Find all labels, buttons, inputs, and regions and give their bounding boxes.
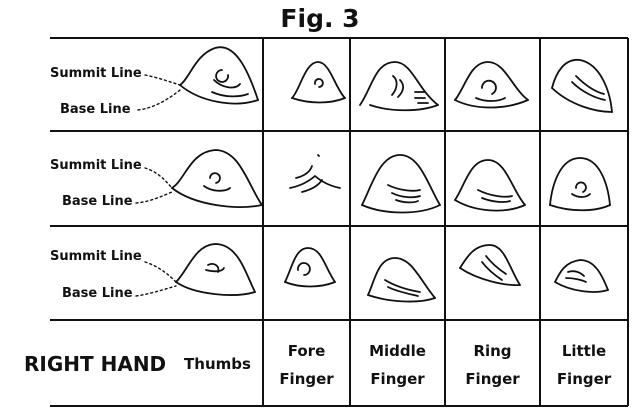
column-label-little-finger: Little Finger bbox=[556, 342, 612, 388]
summit-line-leader bbox=[144, 261, 177, 283]
figure-title: Fig. 3 bbox=[280, 4, 360, 33]
little-finger-print-row2 bbox=[549, 157, 611, 212]
column-label-fore-finger: Fore Finger bbox=[279, 342, 334, 388]
summit-line-leader bbox=[144, 74, 181, 86]
base-line-leader bbox=[135, 285, 177, 297]
summit-line-label-row2: Summit Line bbox=[50, 158, 142, 173]
little-finger-print-row3 bbox=[554, 259, 609, 293]
fore-finger-print-row3 bbox=[284, 247, 336, 288]
fore-finger-print-row1 bbox=[291, 61, 346, 104]
column-label-thumbs: Thumbs bbox=[184, 355, 251, 373]
middle-finger-print-row1 bbox=[359, 61, 439, 112]
hand-label: RIGHT HAND bbox=[24, 352, 167, 376]
summit-line-leader bbox=[144, 167, 173, 189]
fore-finger-print-row2 bbox=[289, 154, 341, 193]
thumb-print-row1 bbox=[137, 46, 259, 111]
ring-finger-print-row1 bbox=[454, 61, 529, 109]
summit-line-label-row1: Summit Line bbox=[50, 66, 142, 81]
base-line-label-row3: Base Line bbox=[62, 286, 133, 301]
thumb-print-row2 bbox=[135, 149, 263, 208]
middle-finger-print-row2 bbox=[361, 154, 441, 214]
base-line-label-row2: Base Line bbox=[62, 194, 133, 209]
column-label-ring-finger: Ring Finger bbox=[465, 342, 520, 388]
base-line-leader bbox=[135, 191, 173, 204]
ring-finger-print-row2 bbox=[454, 159, 526, 212]
base-line-leader bbox=[137, 89, 181, 111]
base-line-label-row1: Base Line bbox=[60, 102, 131, 117]
ring-finger-print-row3 bbox=[459, 244, 521, 286]
column-label-middle-finger: Middle Finger bbox=[369, 342, 426, 388]
little-finger-print-row1 bbox=[551, 59, 613, 113]
thumb-print-row3 bbox=[135, 243, 256, 297]
summit-line-label-row3: Summit Line bbox=[50, 249, 142, 264]
middle-finger-print-row3 bbox=[367, 257, 436, 303]
